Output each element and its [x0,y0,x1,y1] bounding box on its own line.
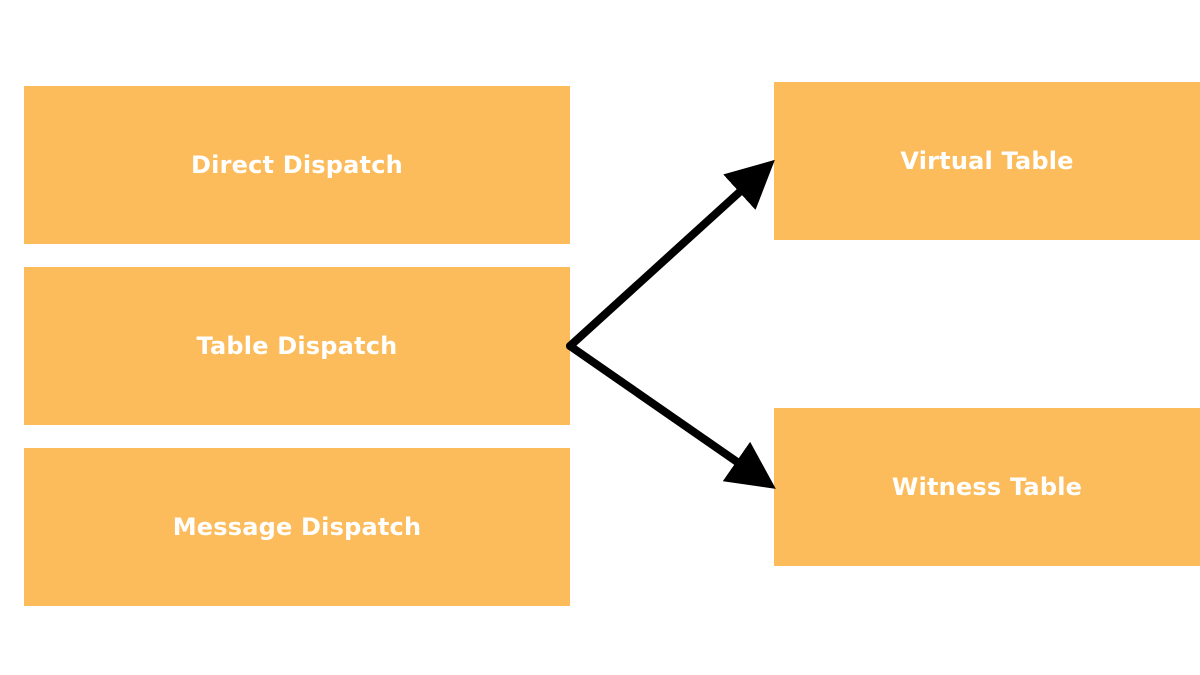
direct-dispatch-label: Direct Dispatch [191,151,403,179]
witness-table-label: Witness Table [891,473,1083,501]
virtual-table-label: Virtual Table [900,147,1074,175]
table-dispatch-box: Table Dispatch [24,267,570,425]
arrow-to-virtual-table [566,159,775,350]
direct-dispatch-box: Direct Dispatch [24,86,570,244]
witness-table-box: Witness Table [774,408,1200,566]
message-dispatch-label: Message Dispatch [172,513,422,541]
message-dispatch-box: Message Dispatch [24,448,570,606]
arrow-to-witness-table [566,342,776,489]
table-dispatch-label: Table Dispatch [196,332,398,360]
virtual-table-box: Virtual Table [774,82,1200,240]
